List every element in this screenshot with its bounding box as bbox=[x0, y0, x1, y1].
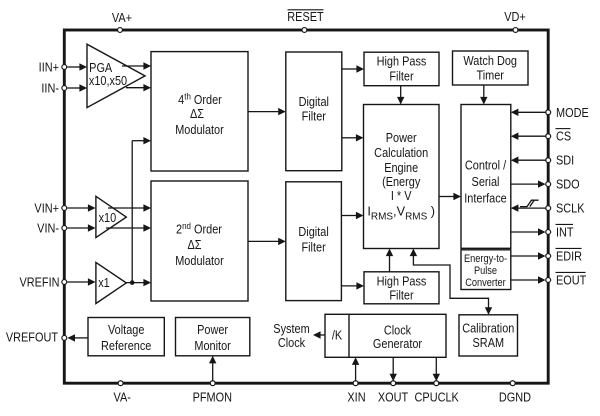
svg-text:VREFIN: VREFIN bbox=[19, 275, 59, 290]
svg-text:SDI: SDI bbox=[556, 153, 574, 168]
svg-text:DGND: DGND bbox=[499, 389, 531, 404]
svg-text:/K: /K bbox=[332, 328, 342, 343]
svg-text:Modulator: Modulator bbox=[175, 253, 224, 268]
svg-text:VIN-: VIN- bbox=[37, 221, 59, 236]
svg-text:Watch Dog: Watch Dog bbox=[463, 53, 517, 68]
svg-text:ΔΣ: ΔΣ bbox=[190, 106, 204, 121]
svg-text:System: System bbox=[273, 321, 309, 336]
svg-text:Reference: Reference bbox=[101, 338, 152, 353]
svg-text:EOUT: EOUT bbox=[556, 273, 587, 288]
svg-text:INT: INT bbox=[556, 225, 574, 240]
svg-text:RESET: RESET bbox=[287, 9, 324, 24]
svg-text:Energy-to-: Energy-to- bbox=[464, 253, 507, 265]
svg-text:Pulse: Pulse bbox=[474, 265, 497, 277]
svg-text:VD+: VD+ bbox=[504, 9, 526, 24]
svg-text:EDIR: EDIR bbox=[556, 249, 582, 264]
svg-text:Power: Power bbox=[197, 322, 228, 337]
svg-text:Serial: Serial bbox=[472, 174, 500, 189]
svg-text:Voltage: Voltage bbox=[108, 322, 145, 337]
svg-text:VREFOUT: VREFOUT bbox=[6, 330, 59, 345]
svg-text:XIN: XIN bbox=[347, 389, 365, 404]
svg-text:Power: Power bbox=[386, 130, 417, 145]
svg-text:Clock: Clock bbox=[278, 335, 306, 350]
svg-text:Calculation: Calculation bbox=[374, 145, 428, 160]
svg-text:VIN+: VIN+ bbox=[34, 201, 59, 216]
svg-text:x10,x50: x10,x50 bbox=[89, 73, 128, 88]
svg-text:Engine: Engine bbox=[384, 160, 418, 175]
svg-text:XOUT: XOUT bbox=[378, 389, 409, 404]
svg-text:Monitor: Monitor bbox=[194, 338, 230, 353]
svg-text:Digital: Digital bbox=[299, 94, 329, 109]
svg-text:Digital: Digital bbox=[298, 224, 328, 239]
svg-text:VA+: VA+ bbox=[112, 10, 132, 25]
svg-text:SCLK: SCLK bbox=[556, 201, 585, 216]
svg-text:x1: x1 bbox=[98, 275, 110, 290]
svg-text:x10: x10 bbox=[99, 210, 117, 225]
svg-text:ΔΣ: ΔΣ bbox=[187, 237, 201, 252]
svg-text:High Pass: High Pass bbox=[377, 274, 427, 289]
svg-text:Converter: Converter bbox=[465, 277, 506, 289]
svg-text:SRAM: SRAM bbox=[473, 335, 505, 350]
svg-text:PFMON: PFMON bbox=[193, 389, 232, 404]
svg-text:Filter: Filter bbox=[301, 239, 325, 254]
svg-text:SDO: SDO bbox=[556, 177, 580, 192]
svg-text:Calibration: Calibration bbox=[462, 321, 514, 336]
svg-text:PGA: PGA bbox=[89, 60, 112, 75]
svg-text:(Energy: (Energy bbox=[382, 174, 420, 189]
svg-text:High Pass: High Pass bbox=[377, 53, 427, 68]
svg-text:VA-: VA- bbox=[113, 389, 130, 404]
svg-text:IIN+: IIN+ bbox=[39, 60, 59, 75]
svg-text:CPUCLK: CPUCLK bbox=[415, 389, 459, 404]
svg-text:2nd Order: 2nd Order bbox=[176, 220, 222, 236]
svg-text:Generator: Generator bbox=[373, 336, 422, 351]
svg-text:MODE: MODE bbox=[556, 105, 589, 120]
svg-text:Control /: Control / bbox=[465, 158, 507, 173]
svg-text:Filter: Filter bbox=[389, 68, 413, 83]
svg-text:Timer: Timer bbox=[476, 68, 503, 83]
svg-text:Filter: Filter bbox=[389, 288, 413, 303]
svg-text:I * V: I * V bbox=[391, 188, 412, 203]
svg-text:Interface: Interface bbox=[464, 191, 507, 206]
svg-text:Modulator: Modulator bbox=[175, 122, 224, 137]
svg-text:IIN-: IIN- bbox=[41, 81, 59, 96]
svg-text:Clock: Clock bbox=[384, 323, 412, 338]
svg-text:Filter: Filter bbox=[302, 108, 326, 123]
svg-text:CS: CS bbox=[556, 129, 571, 144]
